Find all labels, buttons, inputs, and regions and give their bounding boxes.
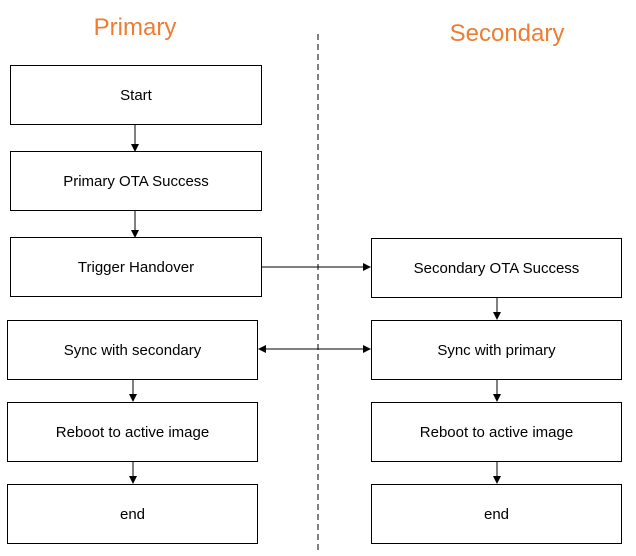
node-primary-sync: Sync with secondary [7, 320, 258, 380]
arrowhead-down [131, 230, 139, 238]
arrowhead-right [363, 263, 371, 271]
node-label: end [119, 505, 146, 523]
node-label: Sync with secondary [63, 341, 202, 359]
node-primary-start: Start [10, 65, 262, 125]
node-secondary-ota-success: Secondary OTA Success [371, 238, 622, 298]
lane-title-secondary: Secondary [449, 20, 565, 47]
node-secondary-sync: Sync with primary [371, 320, 622, 380]
node-primary-ota-success: Primary OTA Success [10, 151, 262, 211]
node-label: Secondary OTA Success [413, 259, 580, 277]
node-label: end [483, 505, 510, 523]
node-label: Reboot to active image [419, 423, 574, 441]
arrowhead-down [493, 394, 501, 402]
arrowhead-down [129, 476, 137, 484]
arrowhead-down [131, 144, 139, 152]
arrowhead-down [129, 394, 137, 402]
node-label: Sync with primary [437, 341, 556, 359]
lane-title-primary: Primary [93, 14, 177, 41]
arrowhead-right [363, 345, 371, 353]
node-primary-reboot: Reboot to active image [7, 402, 258, 462]
node-label: Reboot to active image [55, 423, 210, 441]
arrowhead-down [493, 312, 501, 320]
node-primary-end: end [7, 484, 258, 544]
node-secondary-reboot: Reboot to active image [371, 402, 622, 462]
arrowhead-down [493, 476, 501, 484]
node-label: Primary OTA Success [63, 172, 209, 190]
node-label: Start [120, 86, 152, 104]
node-primary-trigger-handover: Trigger Handover [10, 237, 262, 297]
node-secondary-end: end [371, 484, 622, 544]
node-label: Trigger Handover [77, 258, 195, 276]
arrowhead-left [258, 345, 266, 353]
